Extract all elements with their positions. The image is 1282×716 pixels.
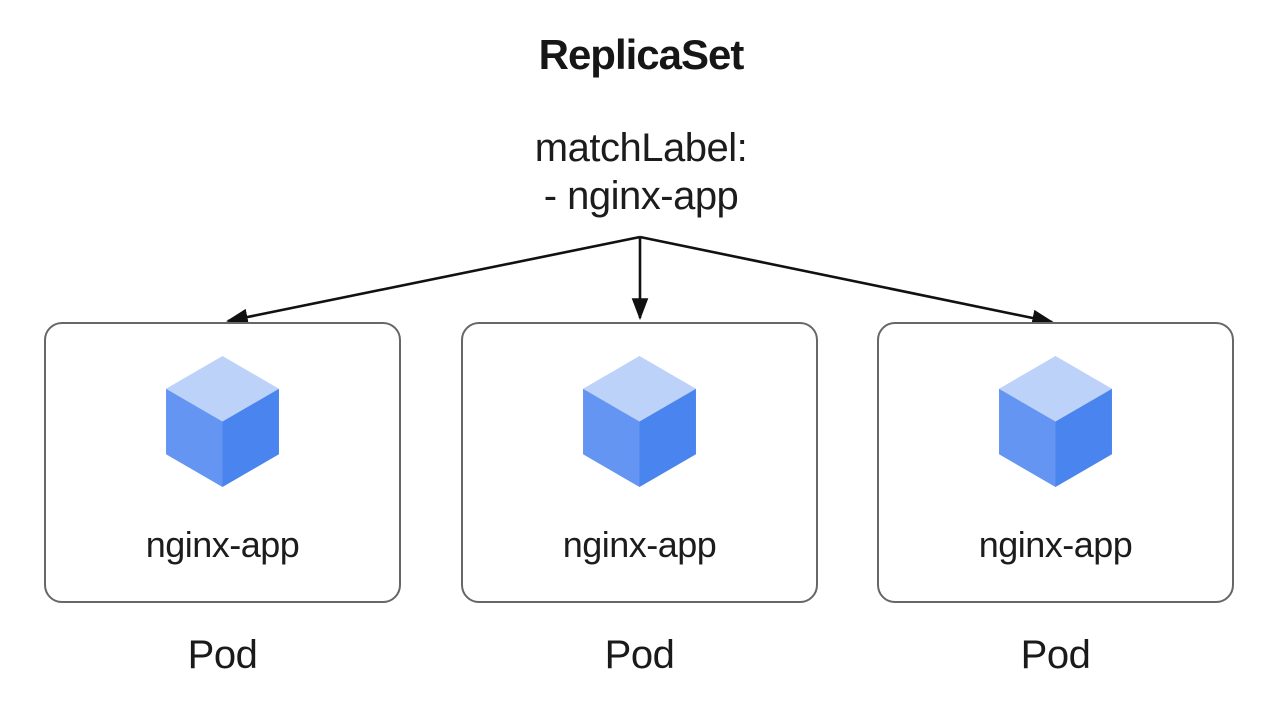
- cube-icon: [583, 356, 696, 487]
- pod-group-3: nginx-app Pod: [877, 322, 1234, 679]
- match-label-line1: matchLabel:: [534, 126, 748, 170]
- pod-box-2: nginx-app: [461, 322, 818, 603]
- pod-container-label: nginx-app: [978, 524, 1133, 565]
- cube-icon: [999, 356, 1112, 487]
- pod-box-1: nginx-app: [44, 322, 401, 603]
- pod-group-1: nginx-app Pod: [44, 322, 401, 679]
- cube-left-face: [583, 388, 640, 487]
- cube-right-face: [222, 388, 279, 487]
- pod-container-label: nginx-app: [145, 524, 300, 565]
- arrow-to-pod-1: [225, 235, 641, 326]
- cube-right-face: [639, 388, 696, 487]
- cube-right-face: [1055, 388, 1112, 487]
- arrow-to-pod-3: [639, 235, 1055, 327]
- match-label-block: matchLabel: - nginx-app: [0, 124, 1282, 220]
- pod-box-3: nginx-app: [877, 322, 1234, 603]
- pod-caption: Pod: [604, 633, 675, 677]
- pod-caption: Pod: [187, 633, 258, 677]
- cube-left-face: [166, 388, 223, 487]
- pod-caption: Pod: [1020, 633, 1091, 677]
- match-label-line2: - nginx-app: [543, 174, 739, 218]
- cube-icon: [166, 356, 279, 487]
- diagram-title: ReplicaSet: [538, 31, 745, 78]
- pod-container-label: nginx-app: [562, 524, 717, 565]
- pod-group-2: nginx-app Pod: [461, 322, 818, 679]
